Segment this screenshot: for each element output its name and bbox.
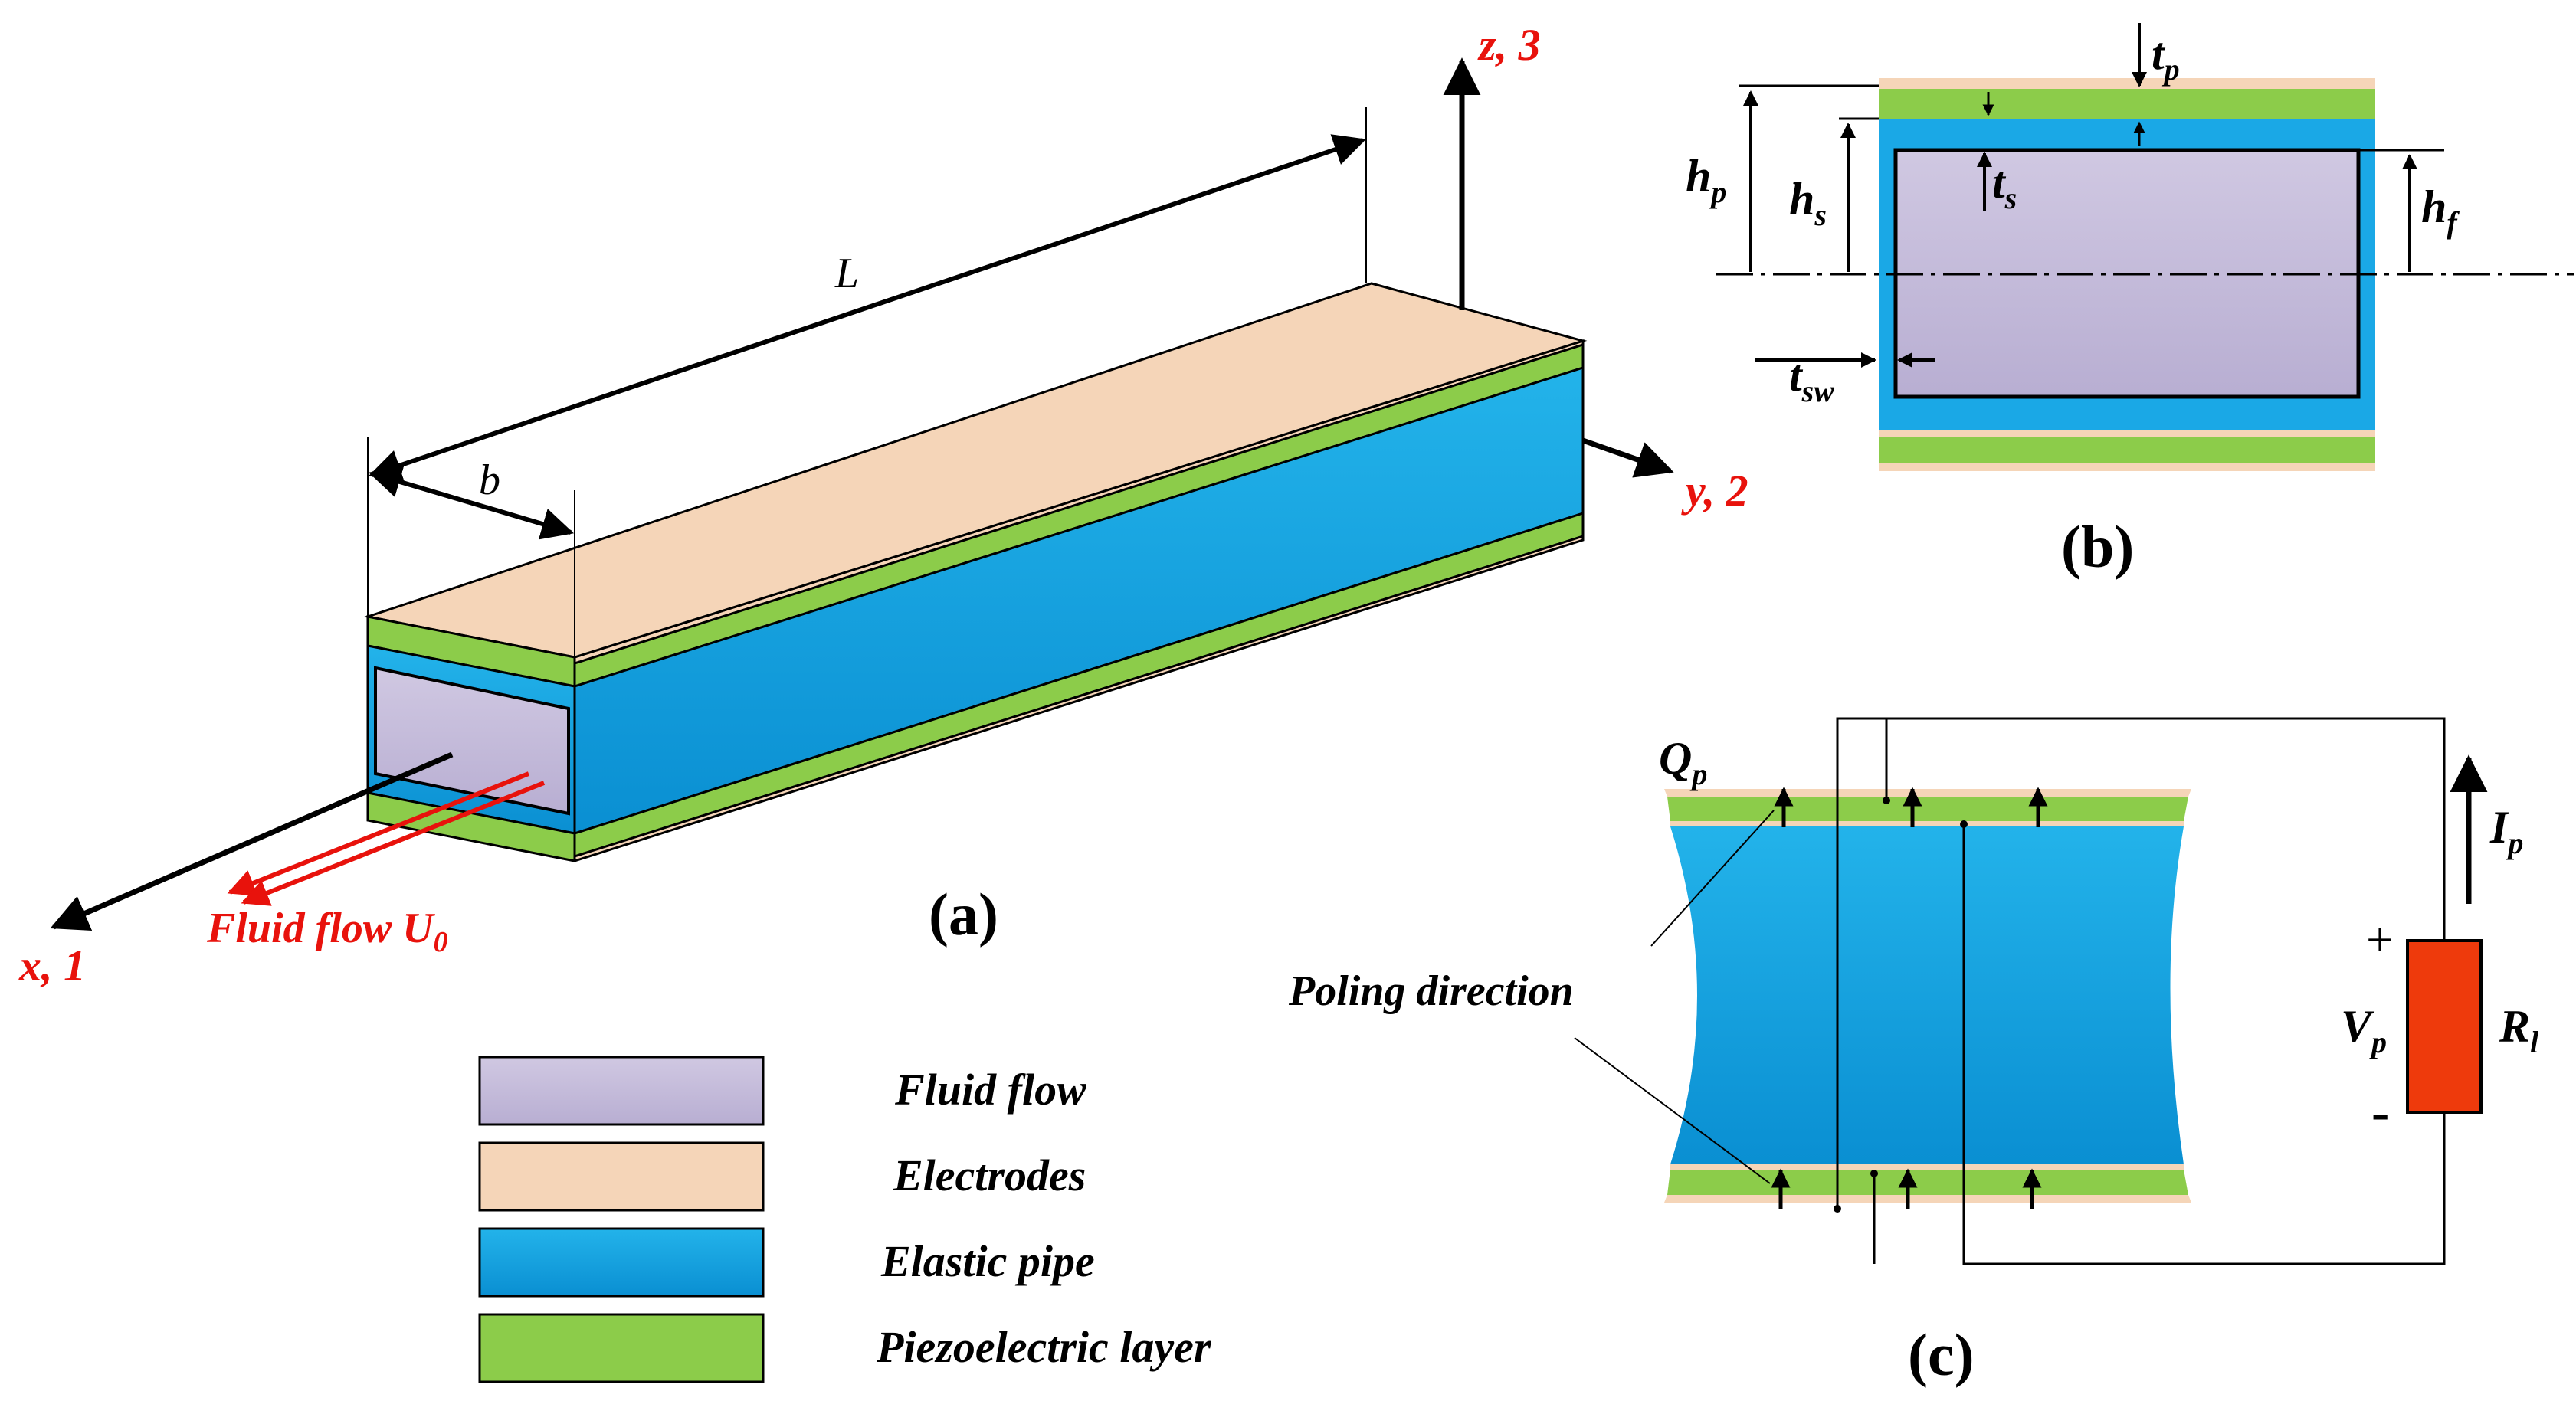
- panel-b-section: hp hs hf tp ts tsw: [1686, 23, 2574, 471]
- panel-b-caption: (b): [2061, 513, 2134, 580]
- label-tsw: tsw: [1789, 350, 1834, 408]
- label-ts: ts: [1992, 157, 2017, 215]
- legend-label-pipe: Elastic pipe: [880, 1236, 1095, 1286]
- label-current: Ip: [2489, 802, 2523, 860]
- dim-b-arrow: [368, 466, 575, 540]
- section-piezo-bottom: [1879, 437, 2375, 463]
- load-resistor: [2406, 939, 2483, 1114]
- wire-outer-bottom: [1962, 824, 2446, 1265]
- panel-a-flow: Fluid flow U0: [206, 771, 546, 958]
- flow-label: Fluid flow U0: [206, 905, 448, 958]
- label-tp: tp: [2152, 28, 2180, 87]
- wire-outer-top: [1836, 717, 2446, 1209]
- panel-a-caption: (a): [929, 881, 998, 948]
- circuit-pipe: [1670, 826, 2184, 1164]
- section-electrode-top: [1879, 78, 2375, 89]
- poling-pointer-top: [1650, 810, 1775, 947]
- section-piezo-top: [1879, 89, 2375, 119]
- axis-y-line: [1581, 437, 1674, 478]
- dim-L-label: L: [834, 250, 859, 297]
- axis-z-label: z, 3: [1477, 20, 1541, 70]
- legend-label-piezo: Piezoelectric layer: [876, 1322, 1211, 1372]
- circuit-electrode-top: [1664, 789, 2191, 797]
- panel-a-dimensions: L b: [367, 107, 1367, 657]
- legend-swatch-piezo: [478, 1313, 765, 1383]
- panel-a-beam: [363, 282, 1588, 863]
- node-mid: [1960, 820, 1968, 828]
- axis-x-line: [50, 751, 454, 931]
- label-hp: hp: [1686, 151, 1726, 209]
- flow-arrow-2: [241, 781, 546, 906]
- circuit-electrode-bottom-inner: [1670, 1164, 2184, 1170]
- section-electrode-bottom: [1879, 463, 2375, 471]
- panel-c-circuit: Qp Ip + Vp - Rl Poling direction: [1288, 717, 2539, 1265]
- circuit-electrode-top-inner: [1670, 821, 2184, 826]
- axis-x-label: x, 1: [18, 941, 86, 990]
- panel-a-axes: z, 3 y, 2 x, 1: [18, 20, 1748, 990]
- label-plus: +: [2366, 912, 2394, 967]
- legend-swatch-electrodes: [478, 1141, 765, 1212]
- label-minus: -: [2371, 1083, 2389, 1142]
- legend-label-fluid: Fluid flow: [894, 1065, 1086, 1115]
- section-electrode-mid: [1879, 430, 2375, 437]
- legend-swatch-pipe: [478, 1227, 765, 1298]
- label-voltage: Vp: [2341, 1001, 2387, 1059]
- node-bottom: [1870, 1170, 1878, 1177]
- poling-pointer-bottom: [1574, 1037, 1771, 1184]
- label-poling: Poling direction: [1288, 967, 1574, 1015]
- legend-label-electrodes: Electrodes: [893, 1151, 1086, 1200]
- flow-arrow-1: [227, 771, 530, 896]
- circuit-piezo-top: [1667, 797, 2188, 821]
- circuit-piezo-bottom: [1667, 1170, 2188, 1195]
- legend: Fluid flow Electrodes Elastic pipe Piezo…: [478, 1056, 1211, 1383]
- panel-c-caption: (c): [1908, 1321, 1975, 1388]
- node-outer: [1834, 1205, 1841, 1213]
- label-resistor: Rl: [2499, 1001, 2539, 1059]
- legend-swatch-fluid: [478, 1056, 765, 1126]
- beam-front-piezo-bottom: [366, 791, 576, 862]
- label-charge: Qp: [1659, 733, 1707, 791]
- circuit-electrode-bottom: [1664, 1195, 2191, 1203]
- axis-y-label: y, 2: [1681, 466, 1748, 516]
- dim-L-arrow: [369, 134, 1366, 481]
- dim-b-label: b: [479, 457, 500, 504]
- node-top: [1883, 797, 1890, 804]
- label-hs: hs: [1789, 174, 1827, 232]
- label-hf: hf: [2421, 182, 2460, 240]
